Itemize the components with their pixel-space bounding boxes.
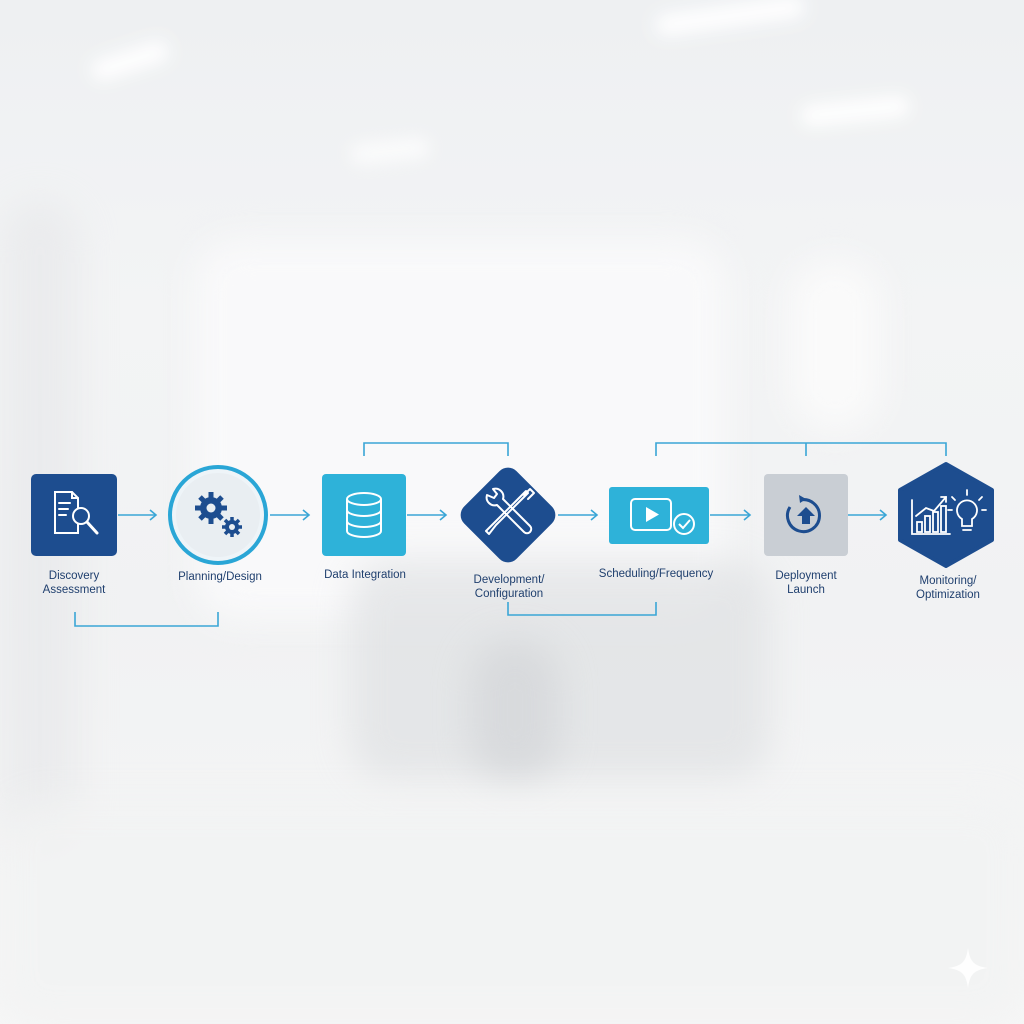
background-window [195, 240, 725, 620]
bracket-connector [363, 442, 509, 456]
flow-arrow [118, 509, 158, 521]
stage-development [460, 467, 556, 563]
flow-arrow [407, 509, 448, 521]
stage-data-integration [322, 474, 406, 556]
bracket-connector [655, 442, 947, 456]
stage-label-discovery: Discovery Assessment [42, 570, 106, 596]
stage-deployment [764, 474, 848, 556]
sparkle-icon [948, 948, 988, 988]
stage-label-scheduling: Scheduling/Frequency [598, 568, 714, 580]
wrench-screwdriver-icon [485, 487, 535, 535]
database-icon [346, 492, 382, 538]
flow-arrow [270, 509, 311, 521]
stage-label-deployment: Deployment Launch [775, 570, 837, 596]
stage-label-development: Development/ Configuration [473, 574, 545, 600]
background-desk [350, 560, 770, 780]
flow-arrow [710, 509, 752, 521]
flow-arrow [558, 509, 599, 521]
background-floor [0, 800, 1024, 1024]
background-chair [470, 640, 560, 780]
document-search-icon [54, 491, 99, 535]
bracket-connector [74, 612, 219, 627]
stage-label-planning: Planning/Design [178, 571, 262, 583]
upload-arrow-icon [785, 495, 821, 534]
chart-lightbulb-icon [911, 489, 987, 535]
stage-label-data-integration: Data Integration [324, 569, 406, 581]
bracket-connector [507, 602, 657, 616]
gears-icon [195, 492, 242, 537]
stage-monitoring [898, 462, 994, 568]
stage-scheduling [609, 487, 709, 544]
background-window [790, 260, 880, 430]
stage-planning [168, 465, 268, 565]
stage-discovery [31, 474, 117, 556]
flow-arrow [848, 509, 888, 521]
play-check-icon [630, 498, 695, 535]
stage-label-monitoring: Monitoring/ Optimization [916, 575, 980, 601]
